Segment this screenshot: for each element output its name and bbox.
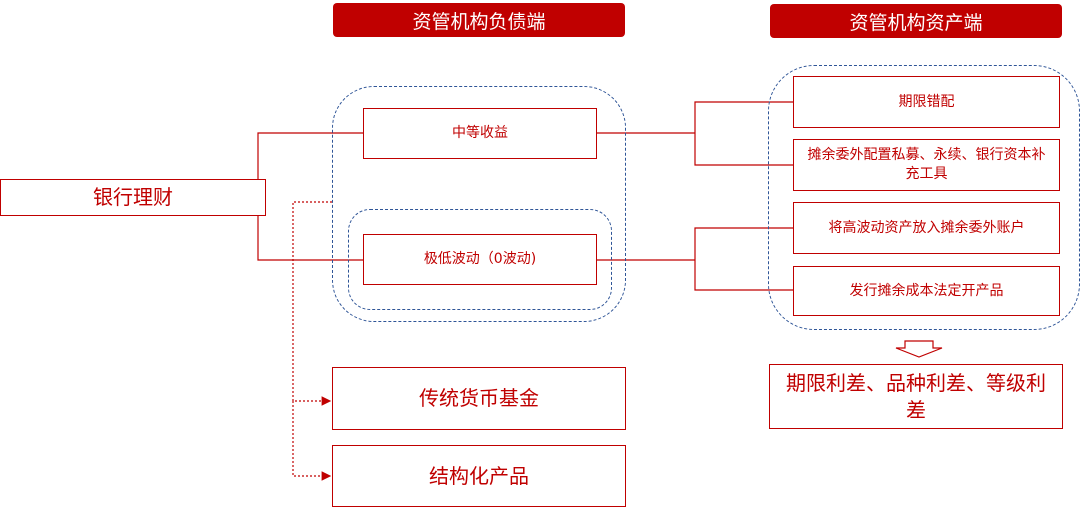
node-outcome-spreads: 期限利差、品种利差、等级利差	[769, 364, 1063, 429]
node-amortized-allocation: 摊余委外配置私募、永续、银行资本补充工具	[793, 139, 1060, 191]
liability-group-outline	[332, 86, 626, 322]
connector-root-to-low-volatility	[257, 214, 363, 261]
node-maturity-mismatch: 期限错配	[793, 76, 1060, 128]
node-medium-return: 中等收益	[363, 108, 597, 159]
root-node-bank-wealth: 银行理财	[0, 179, 266, 216]
node-issue-amortized-fund: 发行摊余成本法定开产品	[793, 266, 1060, 316]
down-arrow-icon	[895, 340, 943, 358]
liability-header: 资管机构负债端	[333, 3, 625, 37]
asset-header: 资管机构资产端	[770, 4, 1062, 38]
low-volatility-group-outline	[348, 209, 612, 310]
connector-to-money-fund	[292, 201, 332, 406]
node-money-fund: 传统货币基金	[332, 367, 626, 430]
node-low-volatility: 极低波动（0波动)	[363, 234, 597, 285]
connector-root-to-medium-return	[257, 132, 363, 187]
node-high-vol-amortized: 将高波动资产放入摊余委外账户	[793, 202, 1060, 254]
connector-lowvol-to-asset	[597, 227, 793, 291]
node-structured-products: 结构化产品	[332, 445, 626, 507]
connector-medium-to-asset	[597, 101, 793, 166]
connector-to-structured	[292, 401, 332, 481]
